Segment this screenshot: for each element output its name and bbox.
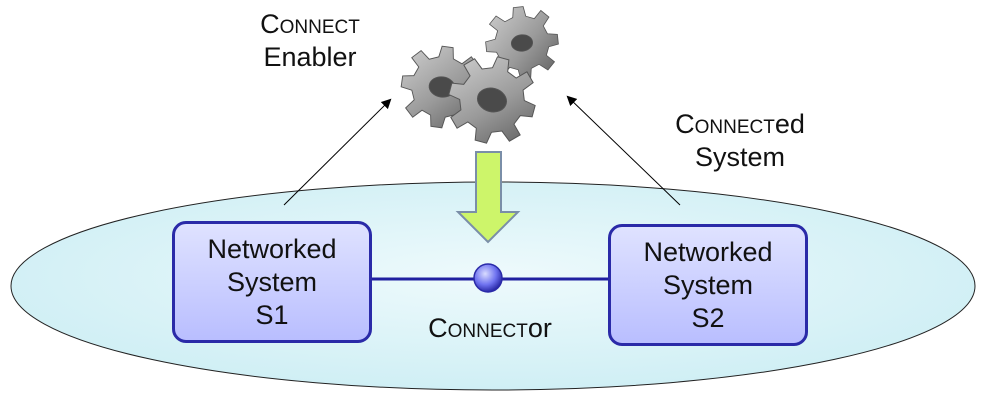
connector-sc-text: Connect bbox=[428, 313, 528, 343]
connected-system-label: Connected System bbox=[640, 108, 840, 174]
connect-enabler-line2: Enabler bbox=[263, 42, 357, 72]
connector-node-icon bbox=[473, 263, 503, 293]
gears-icon bbox=[395, 2, 563, 154]
connected-suffix-text: ed bbox=[774, 109, 805, 139]
down-arrow-icon bbox=[455, 151, 521, 244]
s1-to-enabler-arrow bbox=[283, 98, 392, 206]
connected-system-line2: System bbox=[694, 142, 786, 172]
s2-line3: S2 bbox=[691, 302, 725, 333]
connector-suffix-text: or bbox=[527, 313, 552, 343]
s1-line1: Networked bbox=[207, 233, 337, 264]
connect-enabler-line1: Connect bbox=[260, 9, 360, 39]
connector-label: Connector bbox=[400, 312, 580, 345]
s2-line2: System bbox=[662, 269, 754, 300]
networked-system-s1-box[interactable]: Networked System S1 bbox=[172, 221, 372, 343]
s1-line3: S1 bbox=[255, 299, 289, 330]
s1-line2: System bbox=[226, 266, 318, 297]
connected-sc-text: Connect bbox=[675, 109, 775, 139]
s2-line1: Networked bbox=[643, 236, 773, 267]
connect-enabler-label: Connect Enabler bbox=[230, 8, 390, 74]
connected-system-line1: Connected bbox=[640, 108, 840, 141]
s2-to-enabler-arrow bbox=[566, 95, 681, 206]
networked-system-s2-box[interactable]: Networked System S2 bbox=[608, 224, 808, 346]
